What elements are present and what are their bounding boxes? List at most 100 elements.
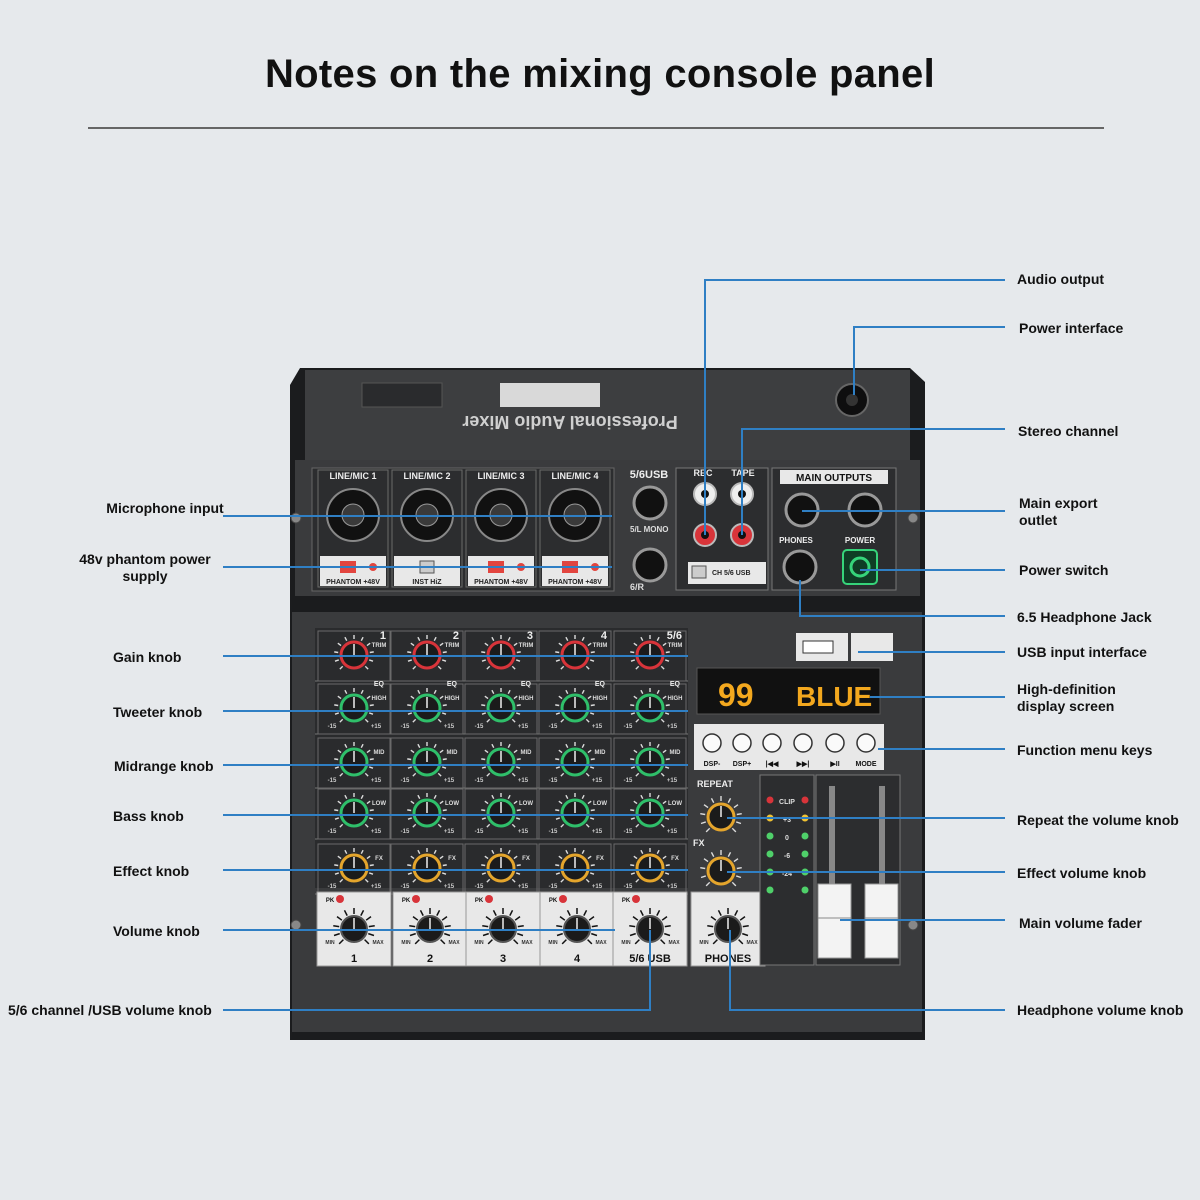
knob-tick xyxy=(558,695,563,700)
mono-label: 5/L MONO xyxy=(630,525,669,534)
knob-scale-min: -15 xyxy=(401,778,410,784)
knob-tick xyxy=(364,718,369,723)
knob-tick xyxy=(635,718,640,723)
knob-cell xyxy=(390,737,464,789)
knob-tag: TRIM xyxy=(445,643,460,649)
label-power-switch: Power switch xyxy=(1019,562,1109,578)
volume-tick xyxy=(742,924,749,928)
knob-cell xyxy=(464,737,538,789)
knob-tag: FX xyxy=(375,856,383,862)
knob-tick xyxy=(630,809,635,812)
knob-tick xyxy=(558,855,563,860)
rec-label: REC xyxy=(693,468,713,478)
knob-cell xyxy=(538,737,612,789)
knob-tick xyxy=(417,849,421,855)
knob-cell xyxy=(317,737,391,789)
screw xyxy=(290,919,302,931)
knob-tick xyxy=(439,800,444,805)
meter-led-left xyxy=(766,886,774,894)
label-repeat-knob: Repeat the volume knob xyxy=(1017,812,1179,828)
knob-tick xyxy=(481,809,486,812)
meter-led-right xyxy=(801,886,809,894)
warning-plate xyxy=(500,383,600,407)
knob-tick xyxy=(633,855,638,860)
ch-usb-plate xyxy=(688,562,766,584)
volume-min: MIN xyxy=(621,940,631,946)
volume-min: MIN xyxy=(548,940,558,946)
label-stereo-channel: Stereo channel xyxy=(1018,423,1119,439)
function-key-label: ▶▶| xyxy=(796,761,810,768)
jack-5l xyxy=(632,485,668,521)
volume-tick xyxy=(509,909,514,916)
knob-tick xyxy=(334,809,339,812)
volume-tick xyxy=(517,932,524,937)
knob-tick xyxy=(366,695,371,700)
volume-tick xyxy=(513,939,519,945)
pk-led xyxy=(559,895,567,903)
knob-tick xyxy=(585,772,590,777)
meter-led-right xyxy=(801,850,809,858)
eq-label: EQ xyxy=(670,681,681,688)
knob-tick xyxy=(334,817,339,820)
knob-tick xyxy=(491,689,495,695)
knob-tick xyxy=(656,794,660,800)
knob-tick xyxy=(412,823,417,828)
knob-tick xyxy=(736,821,742,825)
knob-tick xyxy=(558,642,563,647)
volume-max: MAX xyxy=(448,940,460,946)
knob-tick xyxy=(410,642,415,647)
knob-scale-max: +15 xyxy=(592,884,603,890)
knob-tick xyxy=(660,665,665,670)
knob-tick xyxy=(437,665,442,670)
power-label: POWER xyxy=(845,536,875,545)
knob-tick xyxy=(433,794,437,800)
knob-tick xyxy=(366,749,371,754)
knob-tick xyxy=(507,689,511,695)
knob-tick xyxy=(407,651,412,654)
knob-tag: HIGH xyxy=(668,696,683,702)
volume-tick xyxy=(566,909,571,916)
volume-tick xyxy=(632,916,639,921)
knob-tick xyxy=(656,636,660,642)
knob-tick xyxy=(727,851,732,858)
input-label: LINE/MIC 1 xyxy=(329,471,376,481)
volume-tick xyxy=(717,909,722,916)
knob-tick xyxy=(656,849,660,855)
function-key xyxy=(762,733,782,753)
top-label-plate xyxy=(361,382,443,408)
volume-min: MIN xyxy=(474,940,484,946)
knob-scale-min: -15 xyxy=(624,884,633,890)
knob-tick xyxy=(417,743,421,749)
label-volume-knob: Volume knob xyxy=(113,923,200,939)
knob-tick xyxy=(710,851,715,858)
knob-scale-min: -15 xyxy=(624,778,633,784)
knob-tick xyxy=(417,636,421,642)
knob-tick xyxy=(555,712,560,715)
knob-tick xyxy=(486,665,491,670)
knob-tick xyxy=(337,749,342,754)
knob-tick xyxy=(439,749,444,754)
knob-tick xyxy=(369,704,374,707)
eq-label: EQ xyxy=(595,681,606,688)
knob-tick xyxy=(481,864,486,867)
phantom-label: PHANTOM +48V xyxy=(474,579,528,586)
knob-tick xyxy=(558,749,563,754)
knob-tick xyxy=(633,800,638,805)
knob-tick xyxy=(513,800,518,805)
ch-usb-label: CH 5/6 USB xyxy=(712,570,751,577)
knob-tag: TRIM xyxy=(519,643,534,649)
knob-tag: HIGH xyxy=(445,696,460,702)
knob-tick xyxy=(560,772,565,777)
volume-channel-label: 2 xyxy=(427,953,433,965)
knob-tick xyxy=(337,695,342,700)
knob-tick xyxy=(481,704,486,707)
knob-scale-max: +15 xyxy=(444,778,455,784)
label-effect-knob: Effect knob xyxy=(113,863,190,879)
volume-tick xyxy=(444,924,451,928)
knob-tick xyxy=(337,800,342,805)
input-label: LINE/MIC 4 xyxy=(551,471,598,481)
function-key-label: DSP- xyxy=(704,761,721,768)
knob-tick xyxy=(442,704,447,707)
jack-6r xyxy=(632,547,668,583)
power-switch xyxy=(842,549,878,585)
